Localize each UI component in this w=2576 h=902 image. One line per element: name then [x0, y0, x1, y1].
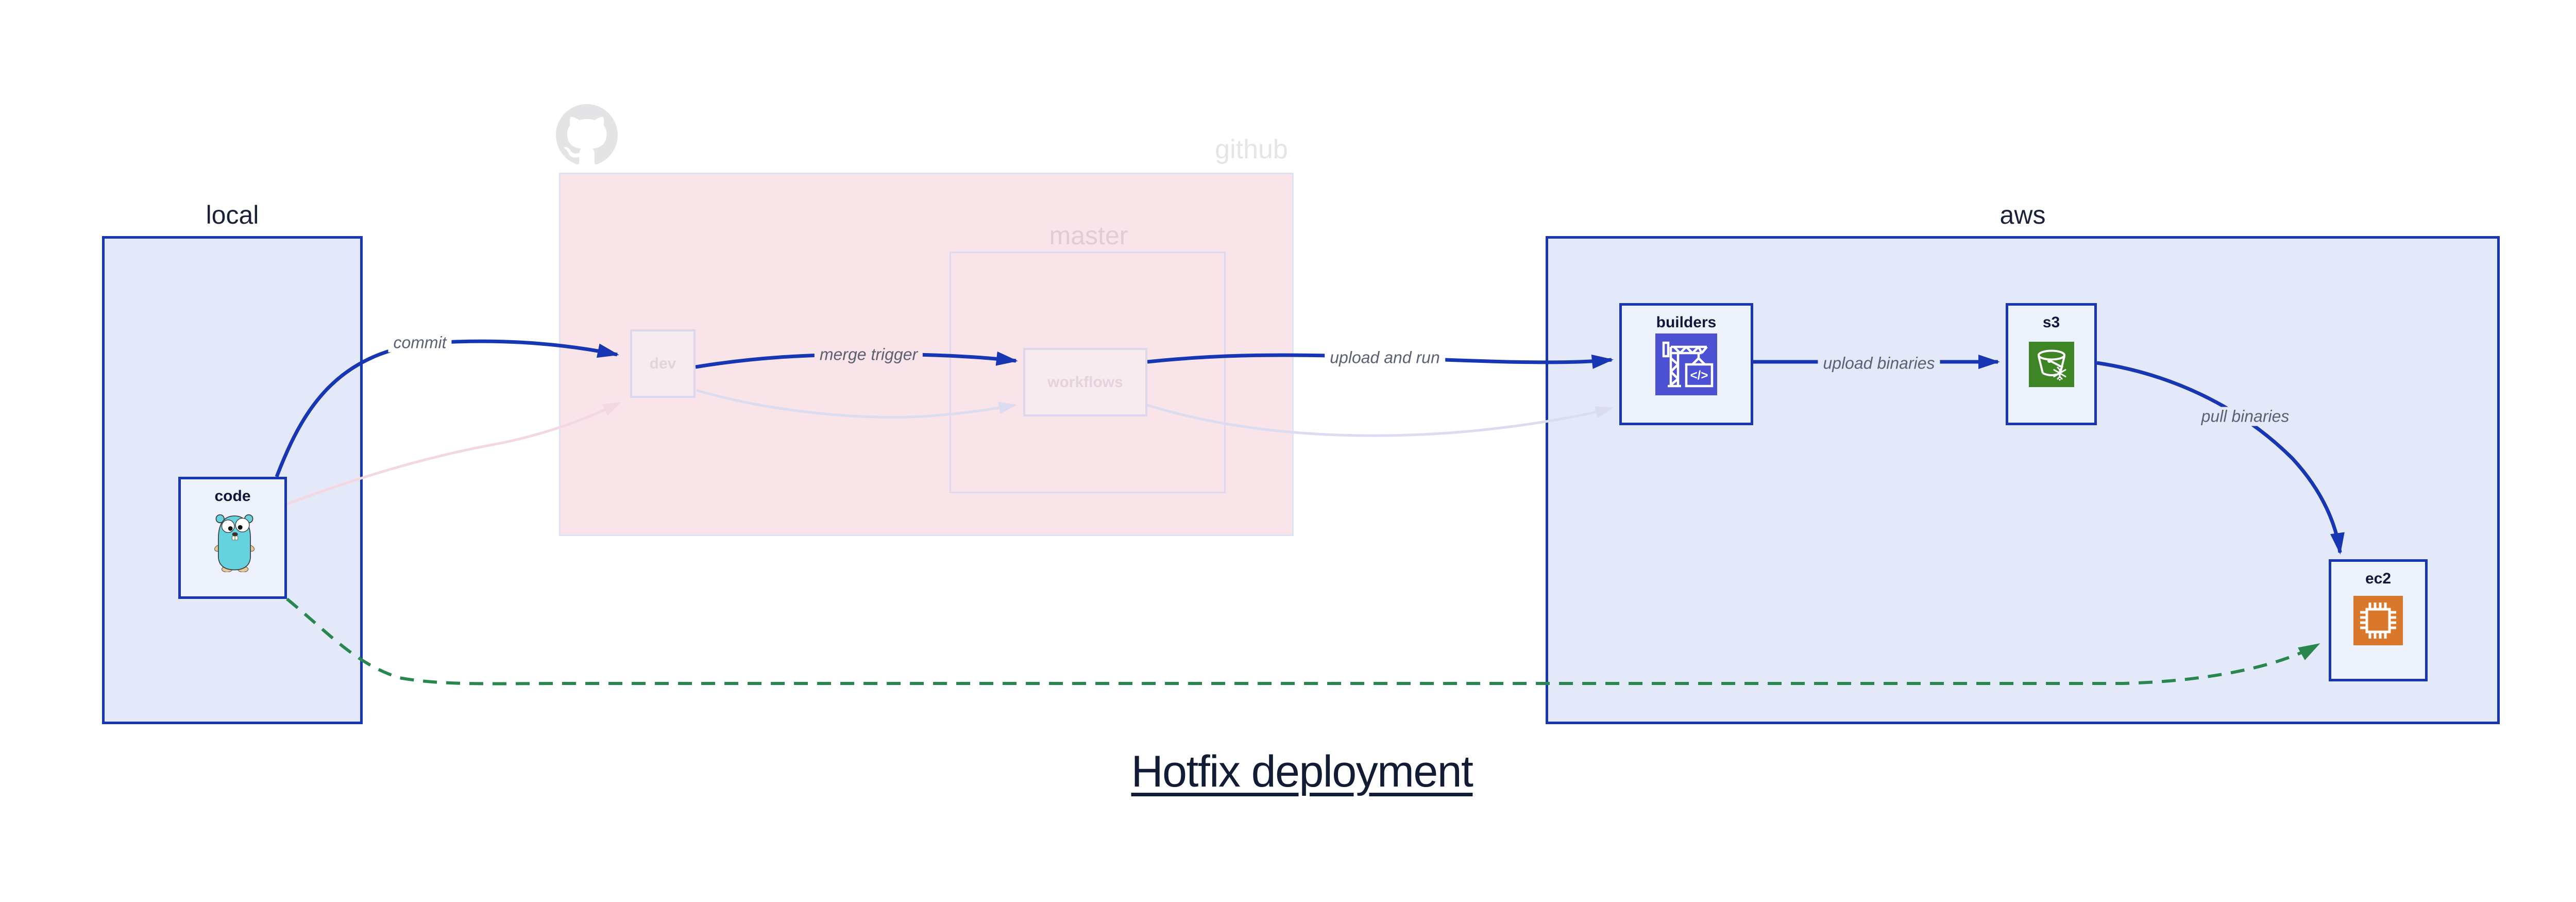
- edge-label-commit: commit: [388, 333, 452, 353]
- master-container: [950, 252, 1226, 493]
- node-s3-label: s3: [2042, 314, 2060, 331]
- local-container-label: local: [206, 201, 259, 229]
- master-container-label: master: [1049, 221, 1128, 250]
- github-octocat-logo: [556, 104, 618, 165]
- node-dev-label: dev: [649, 355, 676, 372]
- node-builders: builders </>: [1619, 303, 1753, 425]
- node-ec2-label: ec2: [2365, 570, 2392, 587]
- github-container-label: github: [1215, 135, 1288, 164]
- ec2-chip-icon: [2353, 596, 2403, 645]
- node-s3: s3: [2006, 303, 2097, 425]
- go-gopher-icon: [214, 514, 255, 572]
- svg-text:</>: </>: [1690, 369, 1708, 382]
- node-dev: dev: [630, 329, 696, 398]
- edge-label-upload-binaries: upload binaries: [1818, 354, 1940, 373]
- node-builders-label: builders: [1656, 314, 1717, 331]
- aws-container-label: aws: [1999, 201, 2046, 229]
- node-code: code: [178, 477, 287, 599]
- node-code-label: code: [214, 488, 251, 505]
- edge-label-pull-binaries: pull binaries: [2196, 407, 2295, 426]
- edge-label-merge-trigger: merge trigger: [814, 345, 923, 364]
- node-ec2: ec2: [2329, 559, 2428, 681]
- node-workflows-label: workflows: [1047, 373, 1123, 391]
- edge-label-upload-and-run: upload and run: [1325, 348, 1445, 368]
- diagram-title: Hotfix deployment: [1131, 747, 1473, 796]
- s3-glacier-bucket-icon: [2029, 342, 2074, 387]
- node-workflows: workflows: [1023, 348, 1147, 416]
- codebuild-crane-icon: </>: [1655, 333, 1717, 395]
